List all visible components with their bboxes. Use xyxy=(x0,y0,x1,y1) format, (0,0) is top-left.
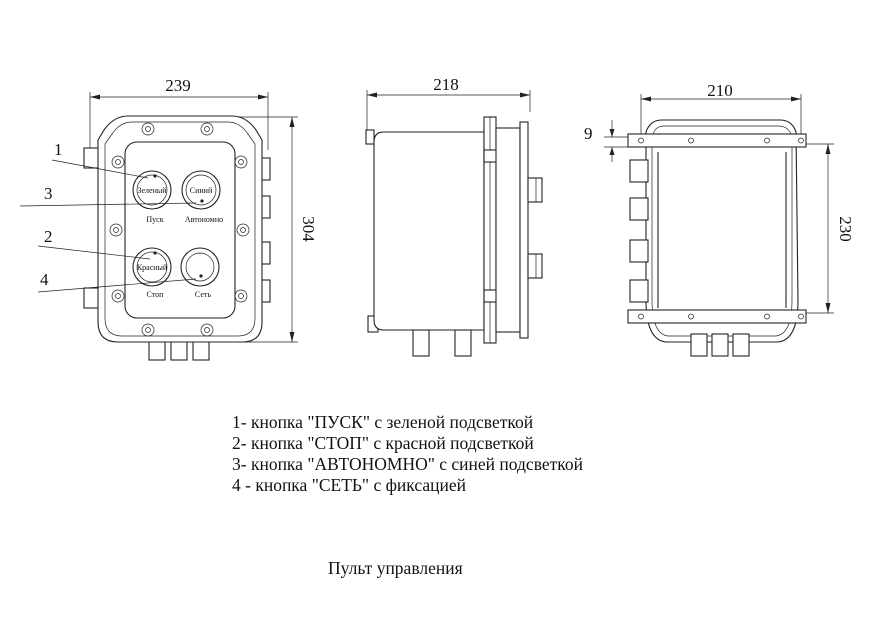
front-view: 239 304 xyxy=(19,76,318,361)
button-stop[interactable]: Красный Стоп xyxy=(132,247,172,299)
front-width-dimension: 239 xyxy=(89,76,269,150)
button-avtonomno-lamp-label: Синий xyxy=(190,186,213,195)
front-width-label: 239 xyxy=(165,76,191,95)
side-width-dimension: 218 xyxy=(366,75,531,132)
drawing-caption: Пульт управления xyxy=(328,558,463,578)
button-stop-caption: Стоп xyxy=(147,290,165,299)
button-avtonomno-caption: Автономно xyxy=(185,215,223,224)
callouts: 1 3 2 4 xyxy=(19,140,197,293)
callout-4: 4 xyxy=(40,270,49,289)
button-set-caption: Сеть xyxy=(195,290,211,299)
top-width-dimension: 210 xyxy=(640,81,802,135)
top-height-dimension: 230 xyxy=(805,143,855,314)
button-avtonomno[interactable]: Синий Автономно xyxy=(181,170,223,224)
callout-1: 1 xyxy=(54,140,63,159)
button-pusk-lamp-label: Зеленый xyxy=(137,186,167,195)
top-offset-label: 9 xyxy=(584,124,593,143)
button-pusk-caption: Пуск xyxy=(146,215,163,224)
front-height-label: 304 xyxy=(299,216,318,242)
button-pusk[interactable]: Зеленый Пуск xyxy=(132,170,172,224)
button-stop-lamp-label: Красный xyxy=(137,263,168,272)
legend-item-4: 4 - кнопка "СЕТЬ" с фиксацией xyxy=(232,475,466,495)
top-height-label: 230 xyxy=(836,216,855,242)
callout-3: 3 xyxy=(44,184,53,203)
legend: 1- кнопка "ПУСК" с зеленой подсветкой 2-… xyxy=(232,412,583,496)
legend-item-1: 1- кнопка "ПУСК" с зеленой подсветкой xyxy=(232,412,534,432)
top-width-label: 210 xyxy=(707,81,733,100)
callout-2: 2 xyxy=(44,227,53,246)
legend-item-3: 3- кнопка "АВТОНОМНО" с синей подсветкой xyxy=(232,454,583,474)
side-view: 218 xyxy=(365,75,543,357)
side-width-label: 218 xyxy=(433,75,459,94)
front-bolts xyxy=(109,122,250,337)
top-view: 210 230 9 xyxy=(584,81,855,357)
legend-item-2: 2- кнопка "СТОП" с красной подсветкой xyxy=(232,433,534,453)
button-set[interactable]: Сеть xyxy=(180,247,220,299)
front-height-dimension: 304 xyxy=(200,116,318,343)
